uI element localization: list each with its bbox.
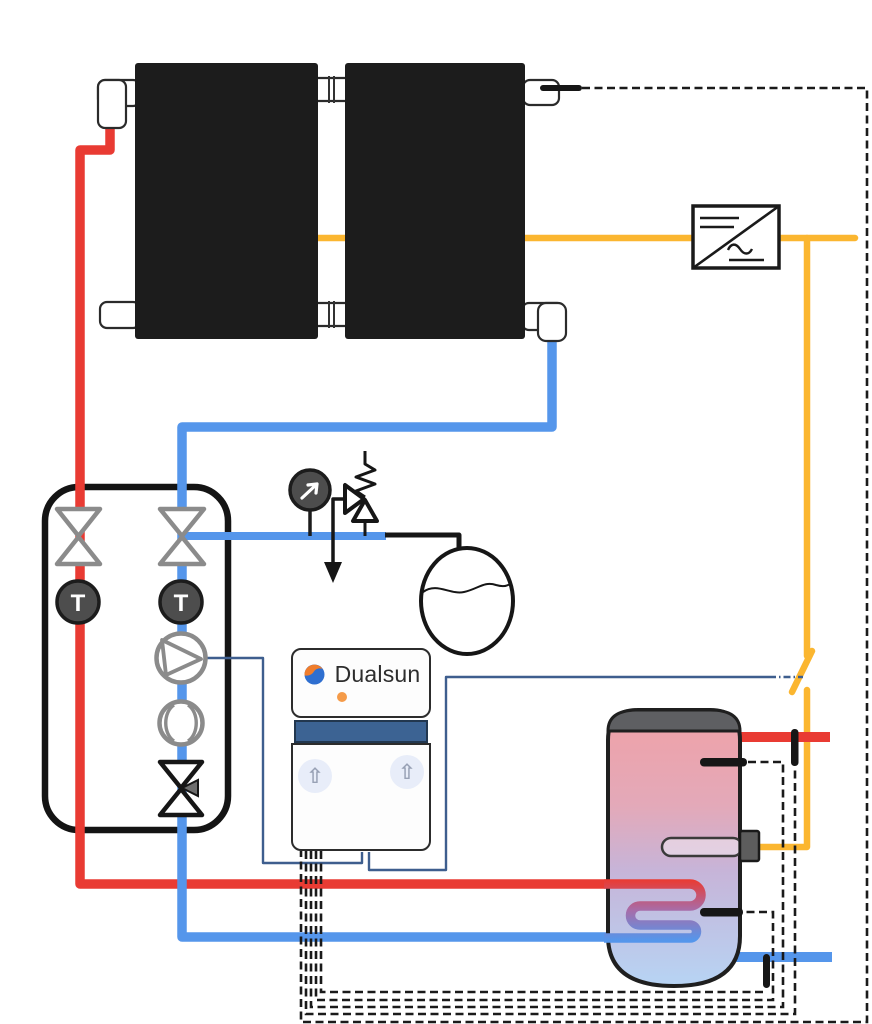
valve-hot-icon: [54, 506, 103, 567]
solar-panel-2: [345, 63, 525, 339]
cable-panel-sensor: [299, 86, 869, 1024]
tank-cap: [606, 708, 742, 733]
cable-hot-outlet-sensor: [304, 766, 797, 1016]
safety-valve-body-icon: [351, 498, 379, 523]
sensor-probes: [540, 85, 799, 988]
pump-icon: [154, 631, 208, 685]
inverter-icon: [691, 204, 781, 270]
solar-hot-pipe: [75, 118, 614, 889]
elbow-fitting-bottom-right2: [536, 301, 568, 343]
cable-cold-inlet-sensor: [319, 851, 766, 994]
solar-panel-1: [135, 63, 318, 339]
pump-station-symbols: T T: [54, 506, 208, 818]
arrow-up-icon: ⇧: [398, 760, 416, 784]
heat-exchanger-coil: [604, 879, 706, 943]
temp-sensor-cold-label: T: [174, 590, 189, 617]
controller-display-band: [294, 720, 428, 743]
panel-sensor-probe: [540, 85, 582, 91]
solar-cold-pipe: [177, 330, 612, 942]
flow-meter-icon: [157, 699, 205, 747]
controller-up-button-right: ⇧: [390, 755, 424, 789]
cable-tank-upper-sensor: [309, 760, 785, 1009]
storage-tank: [604, 708, 761, 989]
sensor-cables: [299, 86, 869, 1024]
cable-coil-sensor: [314, 851, 775, 1002]
brand-name: Dualsun: [334, 661, 421, 687]
sensor-fitting-top-right: [521, 78, 561, 107]
valve-cold-icon: [157, 506, 207, 567]
vessel-pipe: [385, 532, 462, 549]
cold-inlet-sensor-probe: [763, 954, 770, 988]
temp-sensor-cold: T: [158, 579, 204, 625]
controller-logo-panel: Dualsun: [291, 648, 431, 718]
safety-group: [288, 451, 515, 656]
expansion-vessel-icon: [419, 546, 515, 656]
gauge-needle: [300, 482, 319, 500]
discharge-pipe: [331, 497, 347, 562]
hot-outlet-sensor-probe: [791, 729, 799, 766]
temp-sensor-hot: T: [55, 579, 101, 625]
safety-valve-spring-icon: [354, 451, 377, 499]
temp-sensor-hot-label: T: [71, 590, 86, 617]
pump-control-wire: [203, 656, 364, 865]
controller-wires: [203, 656, 803, 872]
discharge-arrow-icon: [324, 562, 342, 583]
check-valve-icon: [157, 759, 205, 818]
heater-connector: [738, 829, 761, 863]
vessel-membrane-icon: [422, 582, 512, 594]
elbow-fitting-top-left2: [96, 78, 128, 130]
tank-upper-sensor-probe: [700, 758, 747, 767]
stub-fitting-bottom-left: [98, 300, 142, 330]
controller-status-led: [337, 692, 347, 702]
heater-supply-lower: [753, 686, 811, 851]
arrow-up-icon: ⇧: [306, 764, 324, 788]
controller-up-button-left: ⇧: [298, 759, 332, 793]
relay-control-wire: [367, 675, 769, 872]
dualsun-logo-icon: [302, 662, 327, 687]
coil-sensor-probe: [700, 908, 743, 917]
electric-heater-icon: [660, 836, 744, 858]
relay-switch-blade-icon: [788, 647, 816, 696]
controller-body: ⇧ ⇧: [291, 743, 431, 851]
